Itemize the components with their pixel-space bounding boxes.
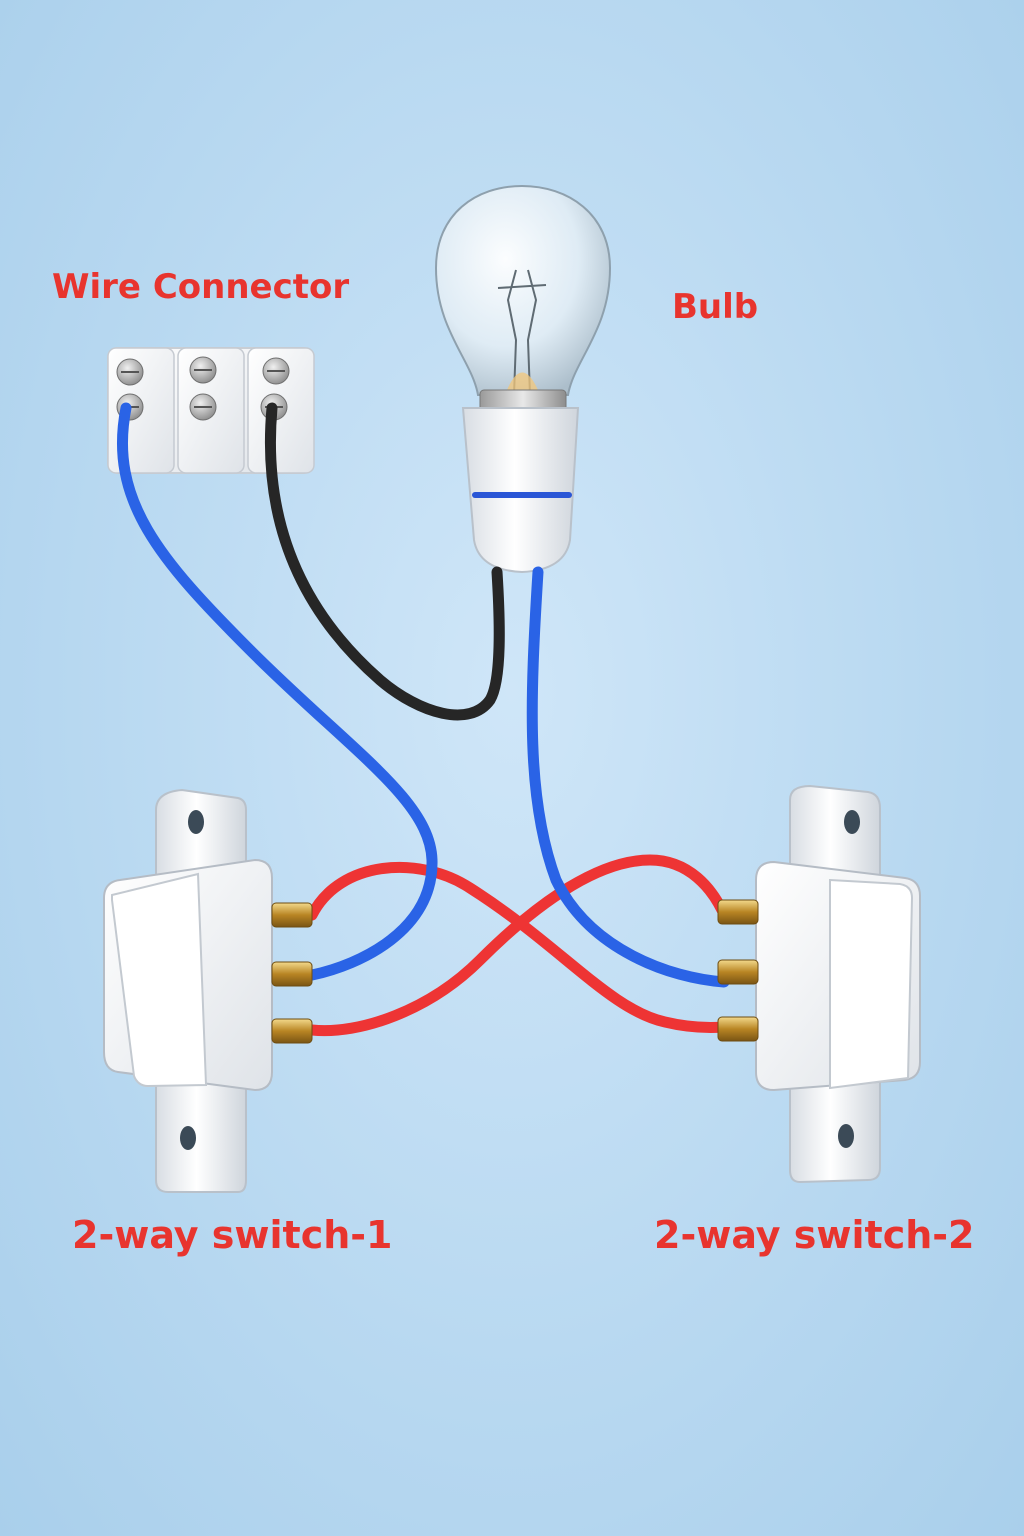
wire-blue-connector [117,402,438,981]
wire-blue-bulb [526,566,730,988]
wires [117,402,730,1037]
terminal-icon [271,961,313,987]
switch-1-terminals [271,902,313,1044]
mounting-hole-icon [188,810,204,834]
label-switch-2: 2-way switch-2 [654,1213,975,1257]
switch-1-rocker [111,872,208,1088]
switch-2-terminals [717,899,759,1042]
label-bulb: Bulb [672,287,759,327]
mounting-hole-icon [180,1126,196,1150]
label-wire-connector: Wire Connector [52,267,350,307]
terminal-icon [271,1018,313,1044]
terminal-icon [717,959,759,985]
bulb-holder [461,407,580,574]
screw-icon [262,357,290,385]
terminal-icon [717,899,759,925]
screw-icon [189,356,217,384]
terminal-icon [271,902,313,928]
wire-red-upper [306,861,730,1033]
mounting-hole-icon [844,810,860,834]
mounting-hole-icon [838,1124,854,1148]
label-switch-1: 2-way switch-1 [72,1213,393,1257]
screw-icon [189,393,217,421]
wire-red-lower [306,854,728,1037]
wire-black [264,402,505,721]
bulb-filament [497,269,547,396]
bulb [434,184,612,574]
bulb-holder-stripe [472,492,572,498]
wire-connector [107,347,315,474]
terminal-icon [717,1016,759,1042]
switch-1 [103,788,313,1193]
switch-2-rocker [829,878,914,1090]
bulb-glow [507,372,538,390]
screw-icon [116,358,144,386]
bulb-glass [434,184,612,396]
switch-2 [717,784,921,1184]
